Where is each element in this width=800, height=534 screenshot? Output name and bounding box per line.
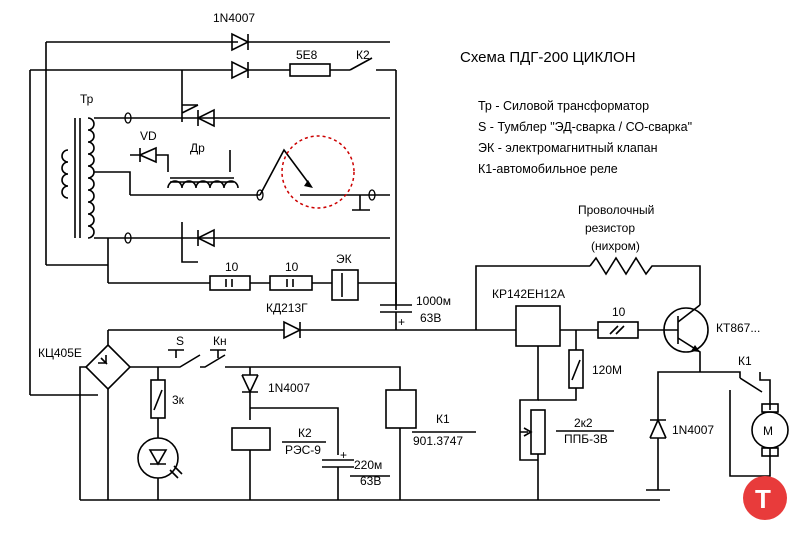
resistor-3k-led: 3к [137,367,185,500]
diagram-title: Схема ПДГ-200 ЦИКЛОН [460,49,636,66]
regulator-kr142: КР142ЕН12А 10 [470,265,660,461]
legend-line-1: Тр - Силовой трансформатор [478,99,649,113]
output-row: 10 10 ЭК [108,252,396,301]
label-2k2: 2к2 [574,416,593,430]
relay-k1-contact: К1 [700,354,771,477]
label-wire2: резистор [585,221,635,235]
site-logo: Т [743,476,787,520]
label-3k: 3к [172,393,185,407]
transformer-tr: Тр [61,92,390,265]
bridge-kc405e: КЦ405Е [38,330,660,501]
label-kr142: КР142ЕН12А [492,287,565,301]
terminals [124,112,376,244]
label-1n4007-right: 1N4007 [672,423,714,437]
label-r1: 10 [225,260,239,274]
logo-letter: Т [755,484,771,514]
choke-dr: Др [167,141,239,189]
plus-c1: + [398,315,405,329]
transistor-kt867: КТ867... [660,304,760,372]
label-r4: 10 [612,305,626,319]
plus-c2: + [340,448,347,462]
switch-s: S Кн [168,334,401,390]
label-kc405e: КЦ405Е [38,346,82,360]
label-c1v: 63В [420,311,441,325]
fuse-5e8: 5Е8 [289,48,350,77]
relay-k1: К1 901.3747 [385,389,476,500]
diode-top-1n4007: 1N4007 [213,11,390,52]
diode-1n4007-right: 1N4007 [646,371,714,491]
label-ek: ЭК [336,252,352,266]
label-kt867: КТ867... [716,321,760,335]
label-k2-top: К2 [356,48,370,62]
legend-line-3: ЭК - электромагнитный клапан [478,141,658,155]
label-k1-contact: К1 [738,354,752,368]
label-dr: Др [190,141,205,155]
label-wire1: Проволочный [578,203,654,217]
label-tr: Тр [80,92,94,106]
label-120m: 120М [592,363,622,377]
thyristor-lower [181,222,215,263]
label-fuse: 5Е8 [296,48,318,62]
left-wires [29,41,232,396]
diode-vd: VD [130,129,169,172]
potentiometer-2k2: 2к2 ППБ-3В [520,409,614,500]
label-ppb: ППБ-3В [564,432,608,446]
motor-m: М [751,403,789,457]
k2-contact-top: К2 [349,48,397,310]
thyristor-upper [181,104,215,128]
diode-kd213g: КД213Г [108,301,396,340]
label-1n4007-top: 1N4007 [213,11,255,25]
nichrome-resistor: Проволочный резистор (нихром) [578,203,701,305]
highlight-circle [281,135,355,209]
legend-line-2: S - Тумблер "ЭД-сварка / СО-сварка" [478,120,692,134]
diode-1n4007-k2: 1N4007 К2 РЭС-9 [231,367,339,500]
label-kn: Кн [213,334,227,348]
label-k1: К1 [436,412,450,426]
label-c2v: 63В [360,474,381,488]
label-vd: VD [140,129,157,143]
diode-top-2 [181,60,290,106]
label-s: S [176,334,184,348]
label-k2-type: РЭС-9 [285,443,321,457]
label-k2: К2 [298,426,312,440]
legend-line-4: К1-автомобильное реле [478,162,618,176]
label-motor: М [763,424,773,438]
label-c1: 1000м [416,294,451,308]
label-c2: 220м [354,458,382,472]
label-wire3: (нихром) [591,239,640,253]
resistor-120m: 120М [538,349,622,401]
label-kd213g: КД213Г [266,301,308,315]
label-1n4007-mid: 1N4007 [268,381,310,395]
capacitor-1000m: + 1000м 63В [380,283,470,331]
label-r2: 10 [285,260,299,274]
capacitor-220m: + 220м 63В [322,448,390,500]
label-k1-type: 901.3747 [413,434,463,448]
